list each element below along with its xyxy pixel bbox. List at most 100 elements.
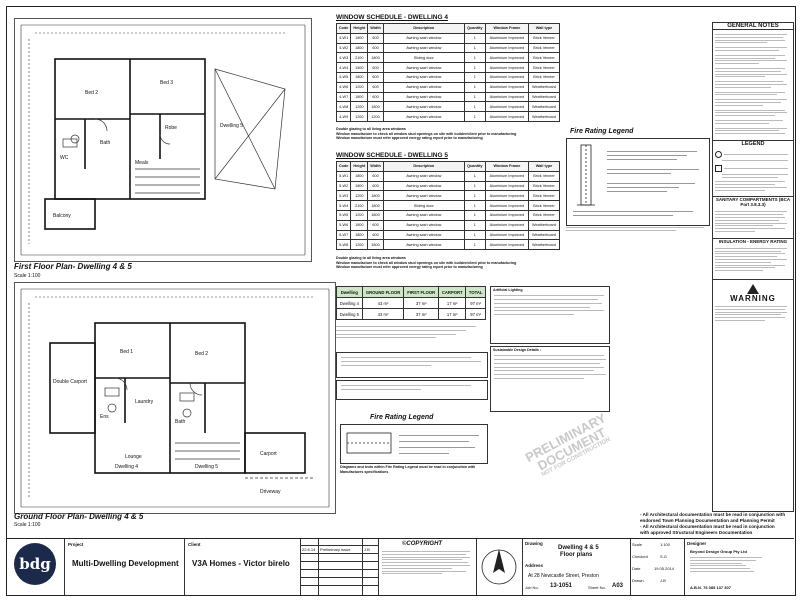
column-header: Window Frame [484,161,529,172]
table-cell: 1800 [350,219,369,231]
table-cell: 1 [463,52,486,64]
schedule-note: Double glazing to all living area window… [336,127,406,131]
sanitary-compartments-title: SANITARY COMPARTMENTS (BCA Part 3.8.3.3) [715,197,791,208]
drawing-meta-cell: Scale 1:100 Checked S.G Date 19.05.2014 … [630,539,685,595]
fire-rating-legend-bottom-title: Fire Rating Legend [370,414,434,421]
column-header: Height [350,23,369,34]
exhaust-fan-icon [715,164,722,172]
drawing-info-cell: Drawing Dwelling 4 & 5 Floor plans Addre… [522,539,631,595]
room-label: Bed 2 [195,351,208,357]
table-cell: Awning sash window [382,71,465,83]
room-label: Bed 2 [85,90,98,96]
checked-value: S.G [660,554,667,559]
table-cell: 1 [463,239,486,251]
window-schedule-5-table: Code Height Width Description Quantity W… [335,161,561,251]
column-header: GROUND FLOOR [361,286,405,298]
job-number: 13-1051 [550,583,573,589]
table-cell: 1 [463,91,486,103]
table-cell: Sliding door [382,52,465,64]
table-cell: Aluminium Improved [484,71,529,83]
table-cell: 1 [463,101,486,113]
table-cell: Aluminium Improved [484,101,529,113]
window-schedule-4-table: Code Height Width Description Quantity W… [335,23,561,122]
table-cell: 1 [463,170,486,182]
warning-title: WARNING [730,294,776,304]
general-notes-title: GENERAL NOTES [713,23,793,30]
table-cell: Awning sash window [382,229,465,241]
insulation-body [713,244,793,273]
sustainable-design-box: Sustainable Design Details : [490,346,610,412]
project-name: Multi-Dwelling Development [72,559,179,568]
designer-cell: Designer Beyond Design Group Pty Ltd A.B… [684,539,794,595]
revision-date: 22.6.14 [302,547,316,552]
table-cell: Brick Veneer [527,71,561,83]
table-cell: Aluminium Improved [484,62,529,73]
table-cell: 1800 [350,170,369,182]
table-cell: Awning sash window [382,180,465,192]
table-cell: Awning sash window [382,239,465,251]
table-cell: 5-W5 [335,209,352,221]
table-cell: 600 [367,32,384,44]
table-cell: 4-W9 [335,111,352,122]
table-cell: Awning sash window [382,101,465,113]
scale-label: Scale [632,542,643,547]
designer-abn: A.B.N. 76 085 137 307 [690,585,731,590]
first-floor-plan-scale: Scale 1:100 [14,273,41,279]
table-cell: 1200 [350,101,369,113]
table-cell: 1800 [350,71,369,83]
table-cell: Dwelling 4 [336,297,363,309]
table-cell: Awning sash window [382,42,465,54]
designer-contact [690,556,762,572]
table-cell: 4-W2 [335,42,352,54]
table-cell: Brick Veneer [527,62,561,73]
note-box-1 [336,352,488,378]
table-cell: 1 [463,219,486,231]
table-cell: Aluminium Improved [484,239,529,251]
drawing-title: Dwelling 4 & 5 [558,545,599,551]
warning-icon [747,284,759,295]
drawn-value: J.B [660,578,666,583]
column-header: Description [382,23,465,34]
table-cell: 1200 [350,111,369,122]
table-cell: Aluminium Improved [484,180,529,192]
table-cell: Aluminium Improved [484,111,529,122]
insulation-title: INSULATION - ENERGY RATING [718,238,788,244]
legend-body [713,147,793,193]
table-cell: 600 [367,42,384,54]
table-cell: 1800 [350,229,369,241]
table-cell: 1 [463,32,486,44]
table-cell: Brick Veneer [527,52,561,64]
table-cell: 1200 [350,190,369,202]
table-cell: 1800 [350,42,369,54]
room-label: WC [60,155,69,161]
table-cell: 97 m² [465,297,486,309]
table-cell: 1800 [367,209,384,221]
table-cell: 600 [367,229,384,241]
column-header: Height [350,161,369,172]
table-cell: 600 [367,62,384,73]
table-cell: 1 [463,111,486,122]
general-notes-body [713,30,793,136]
table-cell: Awning sash window [382,219,465,231]
table-cell: 17 m² [438,297,467,309]
room-label: Laundry [135,399,154,405]
column-header: Code [335,161,352,172]
window-schedule-4-notes: Double glazing to all living area window… [336,127,560,141]
table-cell: 1 [463,200,486,211]
table-cell: 1800 [367,101,384,113]
table-cell: 4-W5 [335,71,352,83]
table-cell: 5-W2 [335,180,352,192]
table-cell: 37 m² [403,297,440,309]
room-label: Bed 1 [120,349,133,355]
table-cell: Aluminium Improved [484,229,529,241]
schedule-note: Double glazing to all living area window… [336,256,406,260]
table-cell: 43 m² [361,308,405,320]
table-cell: 5-W1 [335,170,352,182]
column-header: Code [335,23,352,34]
table-cell: Awning sash window [382,209,465,221]
